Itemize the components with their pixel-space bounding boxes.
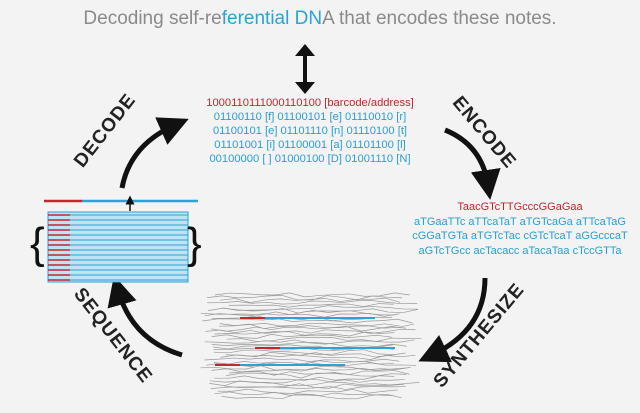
binary-barcode: 1000110111000110100 [barcode/address] — [206, 97, 414, 109]
title-text-end: A that encodes these notes. — [322, 8, 557, 29]
decode-arrow-icon — [119, 117, 189, 189]
dna-row: aGTcTGcc acTacacc aTacaTaa cTccGTTa — [418, 244, 622, 257]
title-highlight: ferential DN — [221, 8, 323, 29]
dna-strand — [204, 357, 400, 363]
dna-strand — [214, 375, 395, 381]
dna-strand — [205, 328, 416, 334]
binary-row: 00100000 [ ] 01000100 [D] 01001110 [N] — [209, 153, 411, 165]
dna-strand — [220, 297, 401, 303]
dna-strand — [210, 386, 406, 390]
dna-strand — [214, 391, 395, 397]
svg-text:}: } — [187, 219, 202, 268]
title-text: Decoding self-re — [83, 8, 222, 29]
binary-row: 01100110 [f] 01100101 [e] 01110010 [r] — [213, 111, 407, 123]
dna-barcode: TaacGTcTTGcccGGaGaa — [457, 201, 583, 213]
title: Decoding self-referential DNA that encod… — [0, 8, 640, 30]
encode-arrow-icon — [444, 127, 501, 200]
dna-strand — [207, 307, 419, 314]
synthesized-dna-pool — [200, 292, 422, 400]
dna-strand — [202, 318, 413, 324]
dna-strand — [222, 305, 419, 311]
double-arrow-icon — [295, 44, 315, 94]
dna-strand — [211, 333, 392, 339]
dna-strand — [229, 370, 410, 376]
dna-strand — [207, 300, 418, 305]
svg-text:{: { — [30, 219, 45, 268]
dna-strand — [226, 336, 422, 342]
dna-strand — [217, 388, 398, 394]
binary-encoding: 1000110111000110100 [barcode/address] 01… — [180, 96, 440, 166]
dna-strand — [211, 326, 407, 332]
dna-row: aTGaaTTc aTTcaTaT aTGTcaGa aTTcaTaG — [414, 215, 626, 228]
dna-strand — [211, 341, 407, 347]
dna-strand — [204, 339, 415, 345]
dna-strand — [225, 352, 406, 358]
dna-strand — [200, 310, 396, 316]
dna-strand — [214, 292, 410, 298]
dna-strand — [220, 354, 416, 360]
dna-strand — [204, 312, 400, 318]
dna-strand — [228, 303, 394, 308]
dna-strand — [213, 349, 394, 356]
binary-row: 01101001 [i] 01100001 [a] 01101100 [l] — [214, 139, 406, 151]
synthesize-arrow-icon — [418, 277, 488, 363]
dna-encoding: TaacGTcTTGcccGGaGaa aTGaaTTc aTTcaTaT aT… — [395, 200, 640, 258]
binary-row: 01100101 [e] 01101110 [n] 01110100 [t] — [212, 125, 408, 137]
sequence-reads-panel: { } — [30, 195, 202, 283]
dna-strand — [200, 365, 411, 371]
dna-strand — [221, 393, 402, 400]
dna-strand — [209, 380, 420, 387]
sequence-arrow-icon — [107, 275, 183, 358]
dna-strand — [224, 383, 405, 389]
dna-row: cGGaTGTa aTGTcTac cGTcTcaT aGGcccaT — [412, 230, 628, 242]
